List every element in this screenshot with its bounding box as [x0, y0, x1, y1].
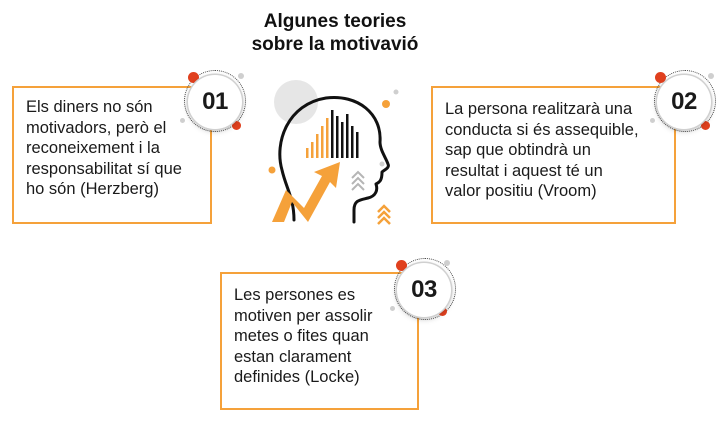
- chevrons-up-icon: [351, 170, 365, 191]
- decor-dot-orange: [268, 166, 276, 174]
- badge-ring: [654, 70, 716, 132]
- decor-dot-red: [701, 121, 710, 130]
- card-line: sap que obtindrà un: [445, 141, 591, 159]
- decor-dot-grey: [238, 73, 244, 79]
- title-line-1: Algunes teories: [263, 11, 407, 32]
- card-line: ho són (Herzberg): [26, 180, 159, 198]
- card-line: La persona realitzarà una: [445, 100, 633, 118]
- decor-dot-grey: [390, 306, 395, 311]
- card-text: Les persones es motiven per assolir mete…: [234, 285, 417, 388]
- badge-ring: [394, 258, 456, 320]
- card-line: motivadors, però el: [26, 118, 167, 137]
- decor-dot-red: [188, 72, 199, 83]
- theory-card-herzberg: Els diners no són motivadors, però el re…: [12, 86, 212, 224]
- card-text: Els diners no són motivadors, però el re…: [26, 97, 210, 200]
- badge-01: 01: [188, 75, 242, 129]
- badge-number: 02: [671, 88, 697, 115]
- head-outline: [278, 96, 390, 224]
- bar-chart-icon: [306, 110, 359, 158]
- card-line: estan clarament: [234, 347, 352, 366]
- decor-dot-grey: [650, 118, 655, 123]
- card-line: responsabilitat sí que: [26, 159, 182, 178]
- card-line: metes o fites quan: [234, 327, 369, 345]
- decor-dot-red: [396, 260, 407, 271]
- decor-dot-grey: [708, 73, 714, 79]
- card-line: valor positiu (Vroom): [445, 182, 597, 200]
- theory-card-locke: Les persones es motiven per assolir mete…: [220, 272, 419, 410]
- card-line: resultat i aquest té un: [445, 161, 603, 180]
- badge-ring: [184, 70, 246, 132]
- card-line: Les persones es: [234, 286, 356, 304]
- decor-dot-grey: [393, 89, 399, 95]
- card-line: motiven per assolir: [234, 306, 373, 325]
- badge-03: 03: [397, 263, 451, 317]
- badge-02: 02: [657, 75, 711, 129]
- card-line: definides (Locke): [234, 368, 360, 386]
- decor-dot-red: [438, 307, 447, 316]
- badge-number: 01: [202, 88, 228, 115]
- decor-dot-grey: [180, 118, 185, 123]
- decor-circle-grey: [274, 80, 318, 124]
- diagram-title: Algunes teories sobre la motivavió: [200, 10, 470, 56]
- card-line: conducta si és assequible,: [445, 120, 639, 139]
- card-line: reconeixement i la: [26, 139, 160, 157]
- badge-number: 03: [411, 276, 437, 303]
- chevrons-up-icon: [377, 204, 391, 225]
- decor-dot-red: [655, 72, 666, 83]
- decor-dot-red: [232, 121, 241, 130]
- decor-dot-orange: [382, 100, 390, 108]
- title-line-2: sobre la motivavió: [251, 34, 419, 55]
- decor-dot-grey: [379, 161, 385, 167]
- card-line: Els diners no són: [26, 98, 153, 116]
- head-with-growth-chart-icon: [268, 80, 399, 225]
- card-text: La persona realitzarà una conducta si és…: [445, 99, 674, 202]
- theory-card-vroom: La persona realitzarà una conducta si és…: [431, 86, 676, 224]
- growth-arrow-icon: [272, 162, 340, 222]
- decor-dot-grey: [444, 260, 450, 266]
